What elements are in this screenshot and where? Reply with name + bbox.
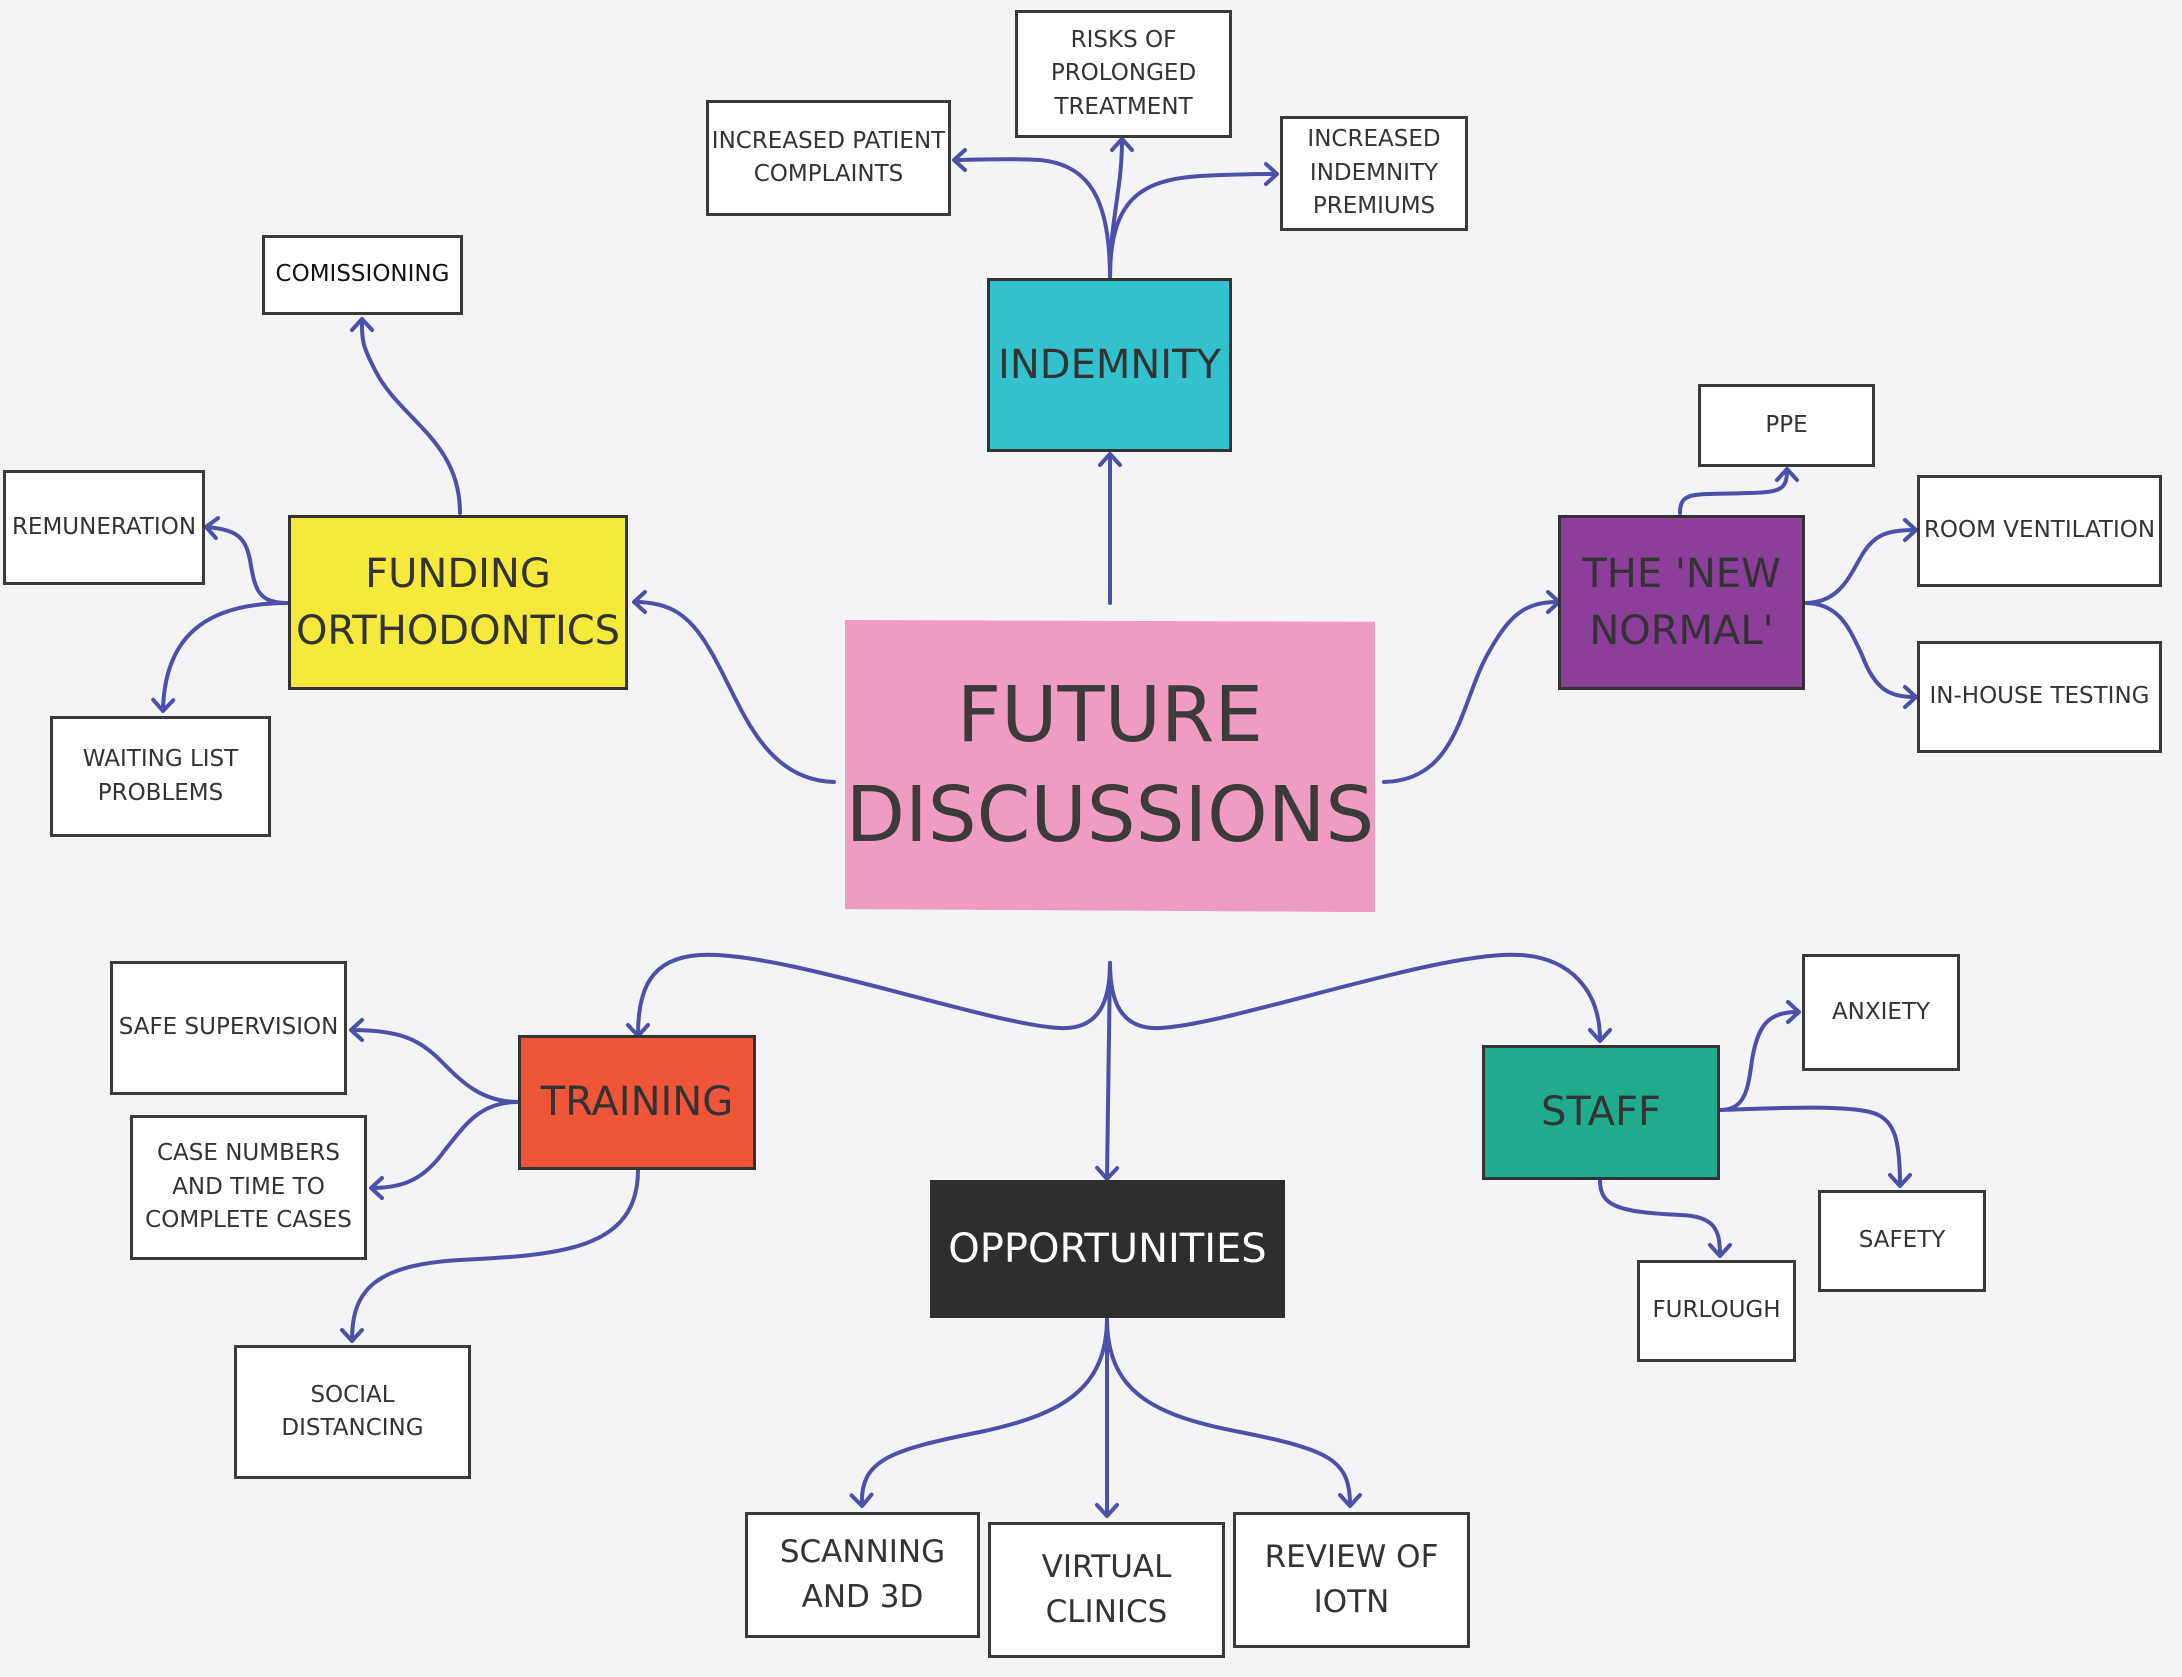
central-topic-node[interactable]: FUTURE DISCUSSIONS — [845, 620, 1375, 912]
leaf-comissioning-label: COMISSIONING — [275, 261, 450, 288]
connector-newnormal-ventilation — [1803, 518, 1918, 605]
connector-staff-anxiety — [1718, 1000, 1801, 1112]
leaf-waiting-list-label: WAITING LIST PROBLEMS — [82, 746, 239, 806]
connector-center-training — [626, 952, 1112, 1038]
leaf-iotn-label: REVIEW OF IOTN — [1264, 1539, 1439, 1620]
leaf-social-distancing[interactable]: SOCIAL DISTANCING — [234, 1345, 471, 1479]
leaf-testing-label: IN-HOUSE TESTING — [1929, 683, 2150, 710]
leaf-complaints-label: INCREASED PATIENT COMPLAINTS — [711, 127, 946, 187]
hub-training-label: TRAINING — [540, 1079, 734, 1126]
hub-new-normal[interactable]: THE 'NEW NORMAL' — [1558, 515, 1805, 690]
connector-center-opportunities — [1095, 961, 1120, 1181]
leaf-furlough-label: FURLOUGH — [1652, 1297, 1781, 1324]
leaf-room-ventilation[interactable]: ROOM VENTILATION — [1917, 475, 2162, 587]
hub-indemnity-label: INDEMNITY — [998, 341, 1221, 388]
leaf-review-of-iotn[interactable]: REVIEW OF IOTN — [1233, 1512, 1470, 1648]
connector-opp-scanning — [849, 1316, 1109, 1508]
hub-training[interactable]: TRAINING — [518, 1035, 756, 1170]
leaf-distancing-label: SOCIAL DISTANCING — [281, 1381, 424, 1441]
leaf-safe-supervision[interactable]: SAFE SUPERVISION — [110, 961, 347, 1095]
leaf-case-numbers-label: CASE NUMBERS AND TIME TO COMPLETE CASES — [145, 1140, 352, 1234]
connector-indemnity-premiums — [1108, 162, 1279, 280]
hub-funding-orthodontics[interactable]: FUNDING ORTHODONTICS — [288, 515, 628, 690]
hub-opportunities[interactable]: OPPORTUNITIES — [930, 1180, 1285, 1318]
hub-funding-label: FUNDING ORTHODONTICS — [295, 550, 621, 654]
leaf-increased-patient-complaints[interactable]: INCREASED PATIENT COMPLAINTS — [706, 100, 951, 216]
connector-funding-waiting — [151, 601, 290, 713]
leaf-scanning-and-3d[interactable]: SCANNING AND 3D — [745, 1512, 980, 1638]
leaf-risks-label: RISKS OF PROLONGED TREATMENT — [1050, 26, 1197, 120]
connector-indemnity-complaints — [952, 147, 1112, 280]
connector-funding-comissioning — [350, 317, 462, 515]
connector-funding-remuneration — [204, 516, 290, 605]
leaf-virtual-clinics[interactable]: VIRTUAL CLINICS — [988, 1522, 1225, 1658]
leaf-supervision-label: SAFE SUPERVISION — [118, 1014, 339, 1041]
leaf-case-numbers[interactable]: CASE NUMBERS AND TIME TO COMPLETE CASES — [130, 1115, 367, 1260]
connector-newnormal-testing — [1803, 601, 1918, 709]
leaf-safety-label: SAFETY — [1858, 1227, 1946, 1254]
hub-indemnity[interactable]: INDEMNITY — [987, 278, 1232, 452]
connector-center-staff — [1108, 952, 1612, 1043]
leaf-premiums-label: INCREASED INDEMNITY PREMIUMS — [1307, 126, 1441, 220]
hub-opportunities-label: OPPORTUNITIES — [948, 1225, 1267, 1272]
leaf-increased-indemnity-premiums[interactable]: INCREASED INDEMNITY PREMIUMS — [1280, 116, 1468, 231]
connector-center-funding — [632, 590, 836, 784]
leaf-comissioning[interactable]: COMISSIONING — [262, 235, 463, 315]
hub-staff-label: STAFF — [1540, 1089, 1662, 1136]
leaf-waiting-list-problems[interactable]: WAITING LIST PROBLEMS — [50, 716, 271, 837]
connector-training-supervision — [349, 1018, 520, 1104]
hub-staff[interactable]: STAFF — [1482, 1045, 1720, 1180]
connector-staff-safety — [1718, 1105, 1912, 1188]
connector-training-case — [369, 1100, 520, 1200]
connector-newnormal-ppe — [1678, 467, 1799, 515]
leaf-anxiety-label: ANXIETY — [1831, 998, 1931, 1025]
connector-opp-iotn — [1105, 1316, 1362, 1508]
leaf-ppe-label: PPE — [1765, 411, 1808, 438]
leaf-furlough[interactable]: FURLOUGH — [1637, 1260, 1796, 1362]
leaf-anxiety[interactable]: ANXIETY — [1802, 954, 1960, 1071]
leaf-remuneration-label: REMUNERATION — [11, 513, 197, 540]
hub-new-normal-label: THE 'NEW NORMAL' — [1582, 550, 1781, 654]
leaf-risks-of-prolonged-treatment[interactable]: RISKS OF PROLONGED TREATMENT — [1015, 10, 1232, 138]
leaf-scanning-label: SCANNING AND 3D — [779, 1534, 946, 1615]
leaf-safety[interactable]: SAFETY — [1818, 1190, 1986, 1292]
connector-center-new-normal — [1382, 590, 1561, 784]
leaf-virtual-label: VIRTUAL CLINICS — [1041, 1549, 1172, 1630]
leaf-in-house-testing[interactable]: IN-HOUSE TESTING — [1917, 641, 2162, 753]
leaf-ventilation-label: ROOM VENTILATION — [1923, 517, 2156, 544]
connector-staff-furlough — [1598, 1178, 1732, 1258]
leaf-ppe[interactable]: PPE — [1698, 384, 1875, 467]
central-topic-label: FUTURE DISCUSSIONS — [845, 670, 1375, 860]
leaf-remuneration[interactable]: REMUNERATION — [3, 470, 205, 585]
connector-training-distancing — [340, 1168, 640, 1343]
